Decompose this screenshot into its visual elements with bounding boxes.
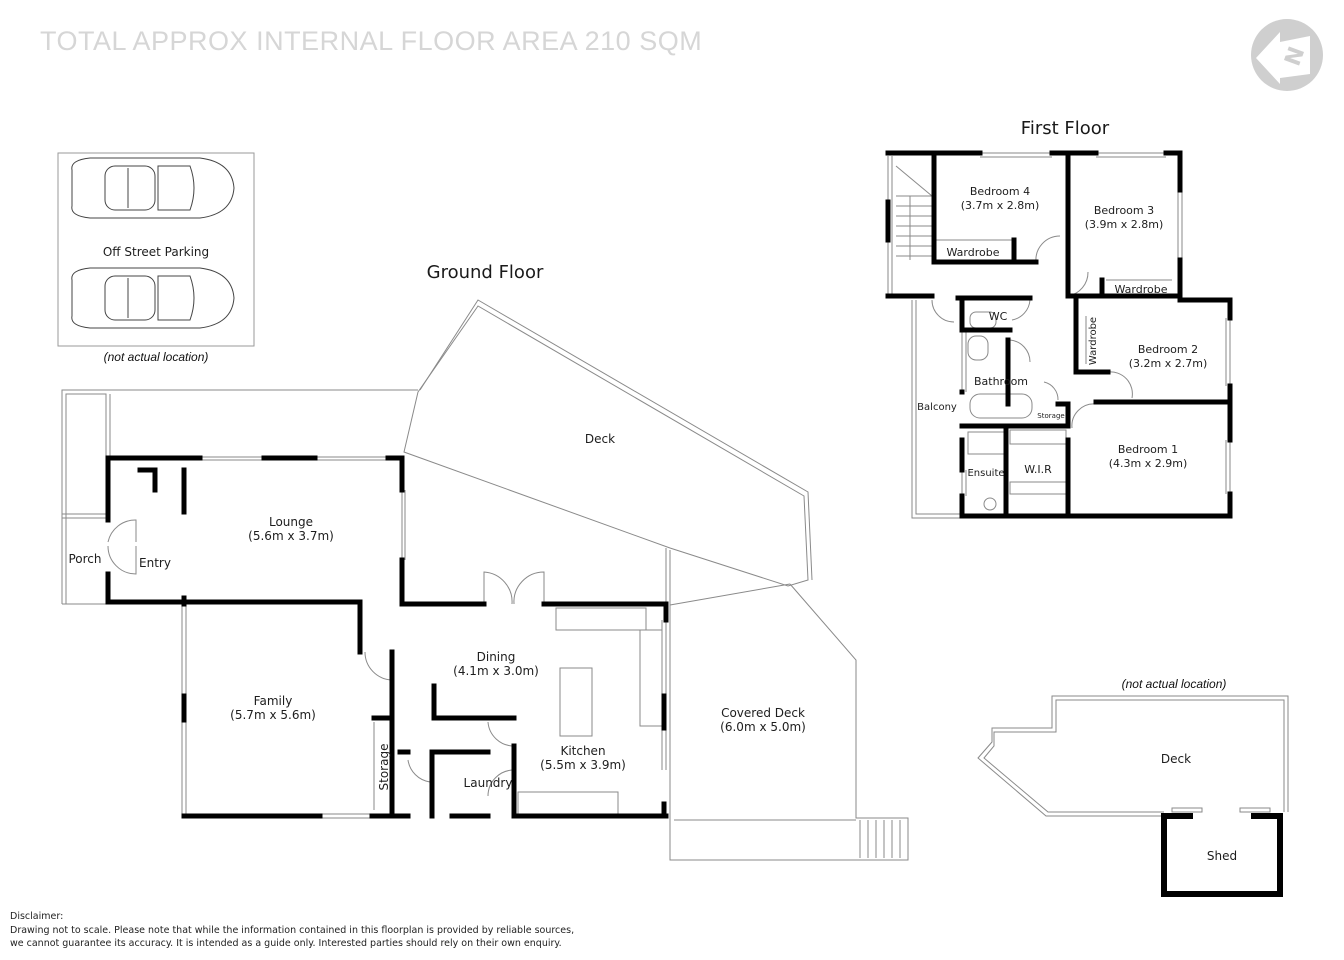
room-name: Bedroom 4: [969, 185, 1031, 198]
room-bedroom-3: Bedroom 3 (3.9m x 2.8m): [1085, 204, 1164, 232]
room-laundry: Laundry: [463, 776, 513, 790]
room-balcony: Balcony: [917, 402, 957, 413]
ground-floor-title: Ground Floor: [426, 262, 544, 283]
room-name: Lounge: [268, 515, 314, 529]
room-ensuite: Ensuite: [967, 468, 1005, 479]
room-name: Kitchen: [560, 744, 606, 758]
disclaimer-line-2: we cannot guarantee its accuracy. It is …: [10, 938, 562, 949]
outbuilding-note: (not actual location): [1121, 677, 1227, 691]
room-wir: W.I.R: [1024, 463, 1052, 476]
disclaimer: Disclaimer: Drawing not to scale. Please…: [10, 910, 574, 951]
room-wardrobe-3: Wardrobe: [1114, 283, 1168, 296]
room-covered-deck: Covered Deck (6.0m x 5.0m): [720, 706, 806, 734]
room-bedroom-4: Bedroom 4 (3.7m x 2.8m): [961, 185, 1040, 213]
room-shed: Shed: [1206, 849, 1238, 863]
room-size: (5.5m x 3.9m): [540, 758, 626, 772]
room-lounge: Lounge (5.6m x 3.7m): [248, 515, 334, 543]
first-floor-title: First Floor: [1020, 118, 1110, 139]
north-arrow-icon: N: [1251, 19, 1323, 91]
parking-note: (not actual location): [103, 350, 209, 364]
room-size: (3.9m x 2.8m): [1084, 218, 1164, 231]
room-bathroom: Bathroom: [973, 375, 1029, 388]
room-storage: Storage: [377, 743, 391, 791]
room-size: (4.1m x 3.0m): [453, 664, 539, 678]
room-size: (3.2m x 2.7m): [1128, 357, 1208, 370]
room-kitchen: Kitchen (5.5m x 3.9m): [540, 744, 626, 772]
room-name: Dining: [476, 650, 516, 664]
room-name: Family: [253, 694, 293, 708]
room-entry: Entry: [139, 556, 171, 570]
disclaimer-heading: Disclaimer:: [10, 911, 64, 922]
room-bedroom-2: Bedroom 2 (3.2m x 2.7m): [1129, 343, 1208, 371]
room-deck: Deck: [584, 432, 616, 446]
room-name: Covered Deck: [721, 706, 805, 720]
room-storage-first: Storage: [1037, 412, 1065, 420]
room-size: (4.3m x 2.9m): [1108, 457, 1188, 470]
room-wc: WC: [988, 310, 1008, 323]
room-outbuilding-deck: Deck: [1160, 752, 1192, 766]
room-name: Bedroom 2: [1137, 343, 1199, 356]
room-bedroom-1: Bedroom 1 (4.3m x 2.9m): [1109, 443, 1188, 471]
car-icon: [71, 157, 235, 329]
room-size: (3.7m x 2.8m): [960, 199, 1040, 212]
room-family: Family (5.7m x 5.6m): [230, 694, 316, 722]
room-name: Bedroom 1: [1117, 443, 1179, 456]
parking-label: Off Street Parking: [102, 245, 210, 259]
room-name: Bedroom 3: [1093, 204, 1155, 217]
floor-area-title: TOTAL APPROX INTERNAL FLOOR AREA 210 SQM: [40, 26, 703, 56]
disclaimer-line-1: Drawing not to scale. Please note that w…: [10, 924, 575, 936]
room-size: (5.6m x 3.7m): [248, 529, 334, 543]
room-size: (6.0m x 5.0m): [720, 720, 806, 734]
room-porch: Porch: [68, 552, 102, 566]
room-wardrobe-2: Wardrobe: [1088, 316, 1099, 366]
room-dining: Dining (4.1m x 3.0m): [453, 650, 539, 678]
room-size: (5.7m x 5.6m): [230, 708, 316, 722]
room-wardrobe-4: Wardrobe: [946, 246, 1000, 259]
